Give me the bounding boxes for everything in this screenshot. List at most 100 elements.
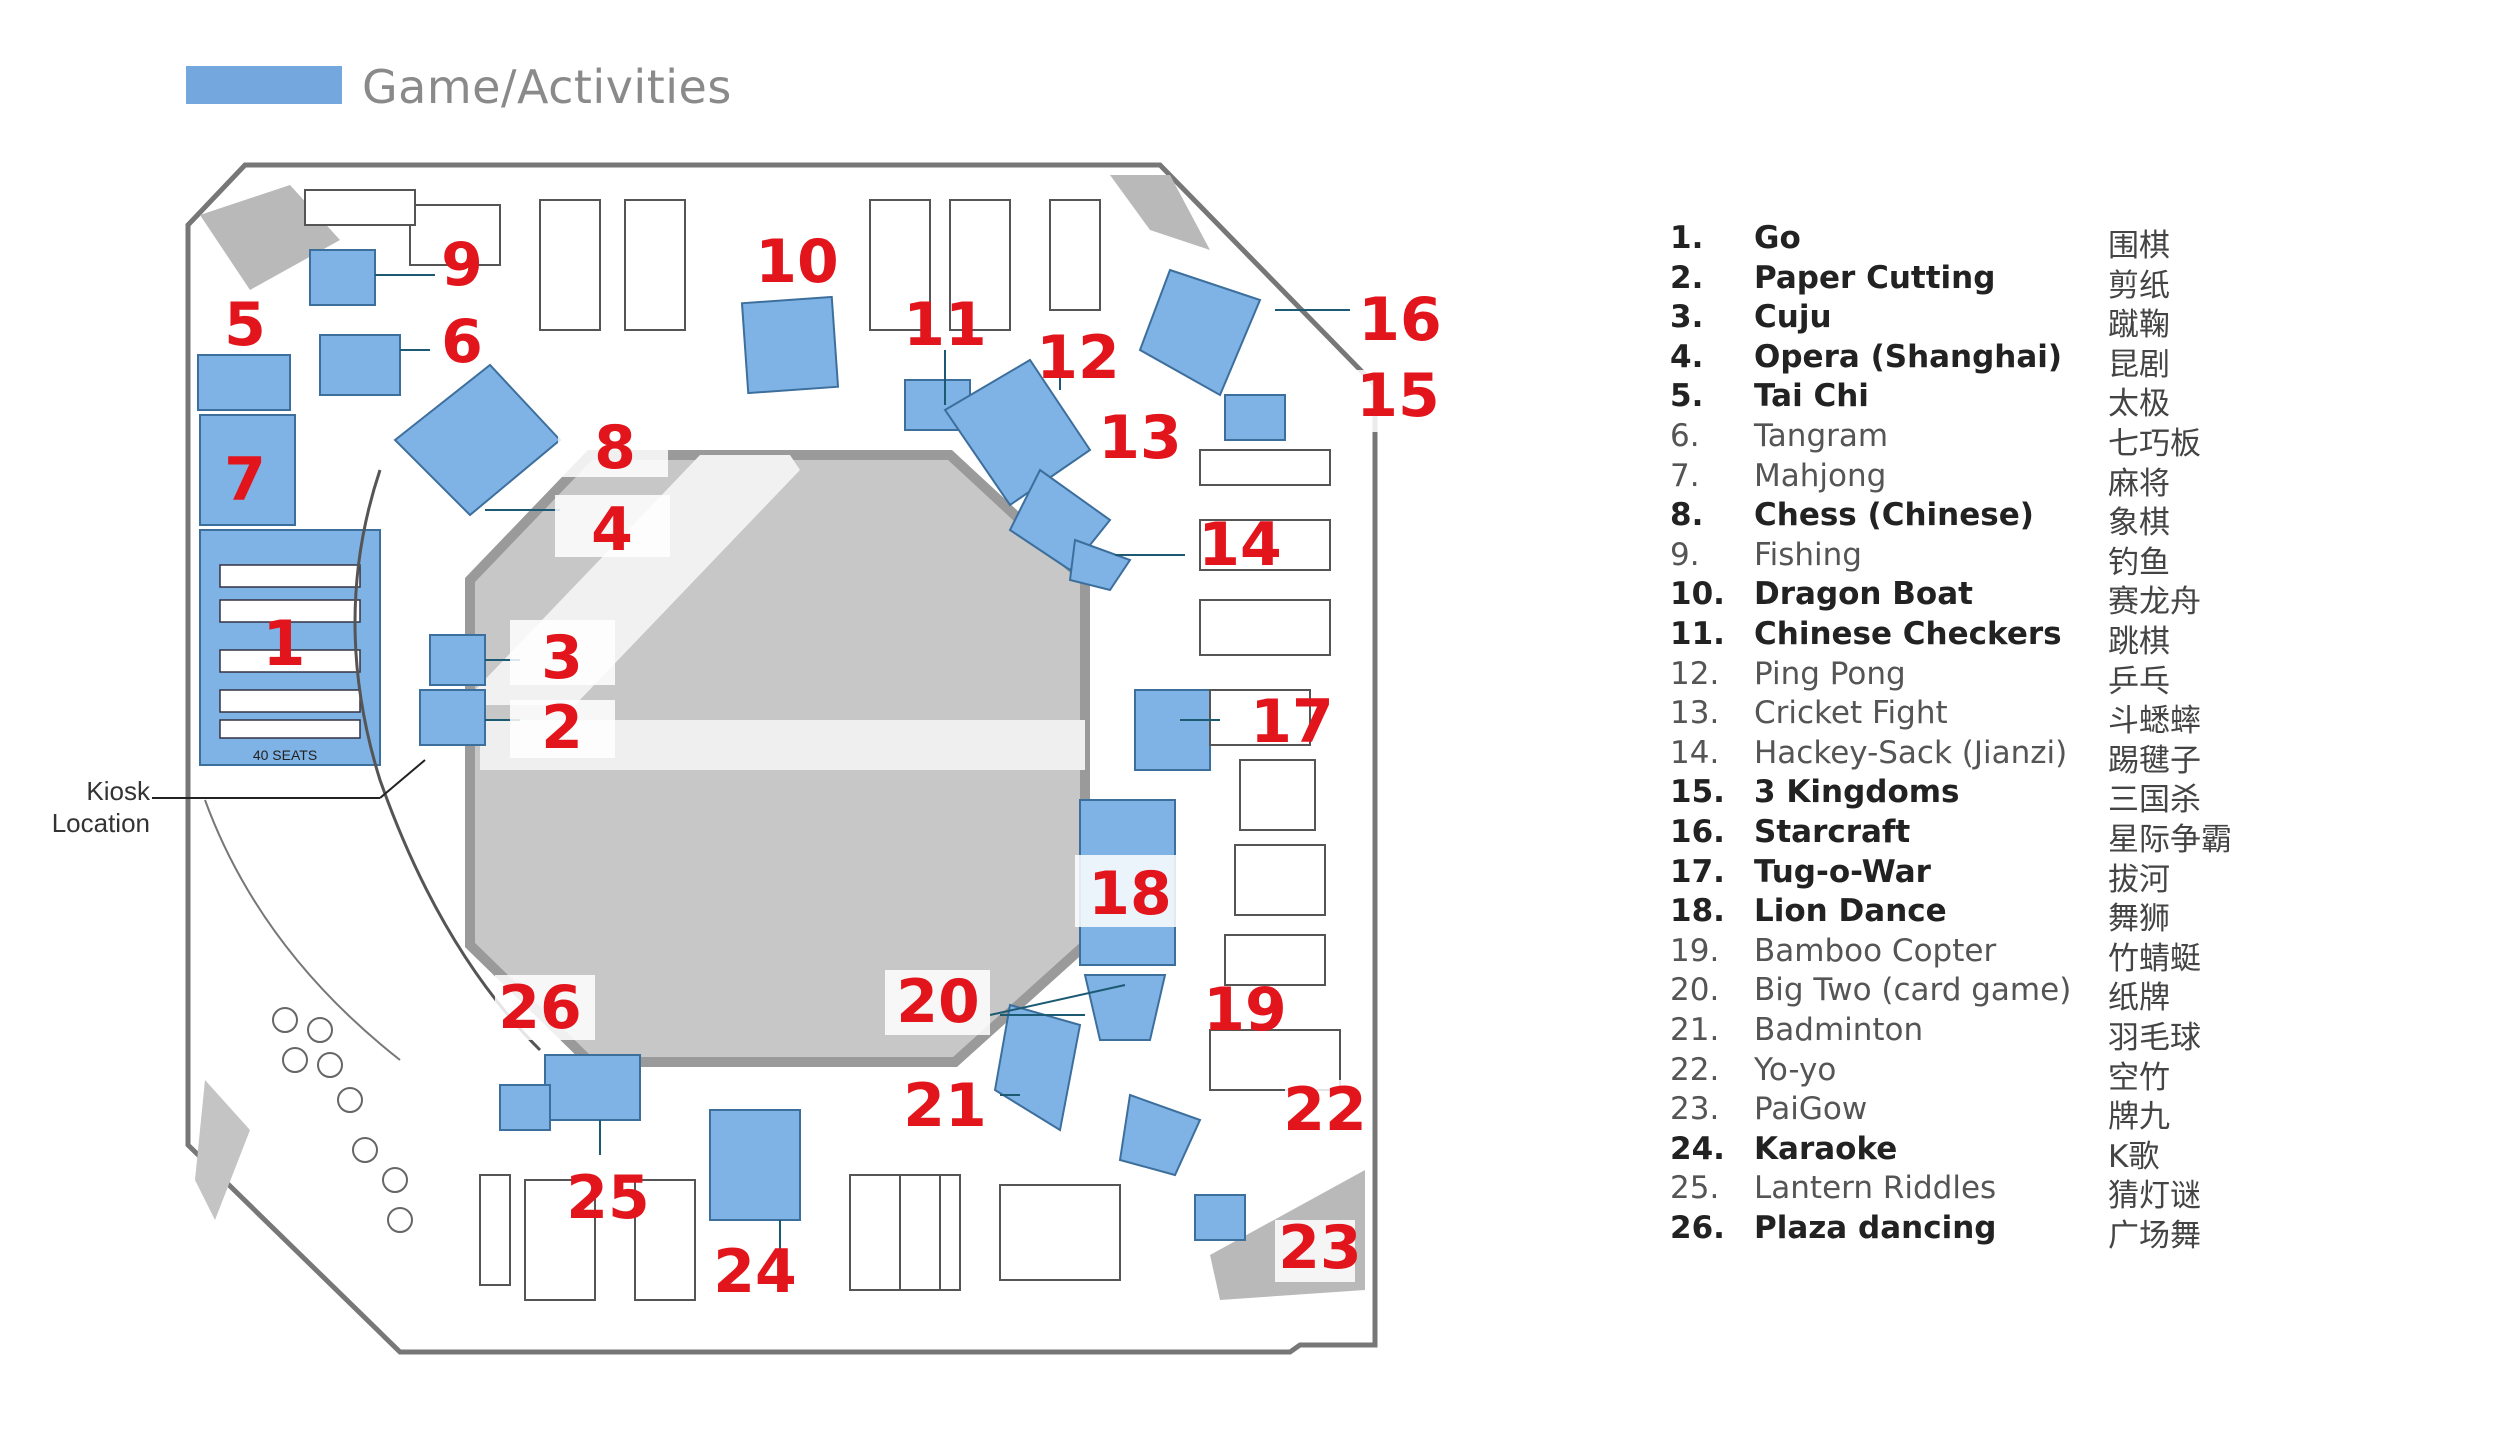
legend-item: 19. Bamboo Copter 竹蜻蜓 [1670, 932, 2310, 977]
legend-item-chinese-name: 七巧板 [2108, 426, 2201, 462]
kiosk-leader-line-2 [379, 759, 426, 799]
meeting-room-6 [319, 334, 401, 396]
legend-item-number: 21. [1670, 1012, 1720, 1048]
kiosk-label-line-1: Kiosk [86, 776, 150, 806]
legend-item-chinese-name: 赛龙舟 [2108, 584, 2201, 621]
lobby-arc [353, 469, 542, 1052]
marker-24: 24 [713, 1237, 797, 1307]
legend-item-chinese-name: 拔河 [2108, 861, 2170, 898]
marker-8: 8 [594, 413, 636, 483]
legend-item-chinese-name: 围棋 [2108, 228, 2170, 264]
legend-item-name: Paper Cutting [1754, 259, 1996, 296]
legend-item-number: 11. [1670, 616, 1725, 652]
legend-item-name: Tangram [1754, 418, 1889, 454]
legend-item-number: 23. [1670, 1091, 1720, 1128]
legend-item: 8.Chess (Chinese)象棋 [1670, 497, 2310, 541]
meeting-room-3 [429, 634, 486, 686]
legend-item-name: Chess (Chinese) [1754, 497, 2034, 534]
legend-item-number: 3. [1670, 299, 1704, 336]
meeting-room-7 [199, 414, 296, 526]
legend-item-chinese-name: 斗蟋蟀 [2108, 703, 2201, 740]
legend-item-number: 5. [1670, 378, 1704, 415]
legend-item-name: Mahjong [1754, 457, 1887, 494]
meeting-room-9 [309, 249, 376, 306]
legend-item-name: 3 Kingdoms [1754, 774, 1960, 811]
marker-13: 13 [1098, 403, 1182, 473]
legend-item-number: 17. [1670, 853, 1725, 890]
legend-item: 26. Plaza dancing 广场舞 [1670, 1210, 2310, 1254]
legend-item-number: 10. [1670, 576, 1725, 613]
marker-26: 26 [498, 973, 582, 1043]
legend-item-number: 6. [1670, 418, 1700, 454]
legend-item-number: 18. [1670, 893, 1725, 930]
legend-item-name: Big Two (card game) [1754, 972, 2072, 1009]
legend-item-number: 1. [1670, 220, 1704, 256]
legend-item-name: Go [1754, 220, 1801, 256]
legend-item-name: Fishing [1754, 536, 1862, 573]
meeting-room-21 [993, 1003, 1082, 1132]
legend-item-name: Starcraft [1754, 814, 1911, 850]
legend-item-chinese-name: 广场舞 [2108, 1218, 2201, 1254]
legend-item-chinese-name: 牌九 [2108, 1099, 2170, 1136]
marker-20: 20 [896, 967, 980, 1037]
meeting-room-14 [1068, 538, 1132, 592]
legend-item-number: 19. [1670, 932, 1720, 969]
activity-number-markers: 1 2 3 4 5 6 7 8 9 10 11 12 13 14 15 16 1… [224, 227, 1442, 1307]
marker-2: 2 [541, 693, 583, 763]
marker-3: 3 [541, 623, 583, 693]
legend-item-name: Tai Chi [1754, 378, 1869, 415]
marker-10: 10 [755, 227, 839, 297]
legend-item-name: Karaoke [1754, 1130, 1898, 1167]
legend-item-chinese-name: 剪纸 [2108, 267, 2170, 304]
legend-item-number: 25. [1670, 1170, 1720, 1207]
legend-item-chinese-name: 猜灯谜 [2108, 1178, 2201, 1215]
marker-25: 25 [566, 1163, 650, 1233]
corner-block-sw [195, 1080, 250, 1220]
legend-item-name: Plaza dancing [1754, 1210, 1997, 1246]
legend-item-name: Tug-o-War [1754, 853, 1931, 890]
meeting-room-25 [544, 1054, 641, 1121]
kiosk-label-line-2: Location [51, 808, 150, 838]
meeting-room-19 [1083, 974, 1167, 1041]
legend-item-name: Hackey-Sack (Jianzi) [1754, 734, 2068, 771]
legend-item-number: 16. [1670, 814, 1725, 850]
marker-21: 21 [903, 1071, 987, 1141]
legend-item-chinese-name: 竹蜻蜓 [2108, 940, 2201, 977]
marker-23: 23 [1278, 1213, 1362, 1283]
marker-11: 11 [903, 290, 987, 360]
legend-item-name: Ping Pong [1754, 655, 1906, 692]
marker-19: 19 [1203, 975, 1287, 1045]
legend-item-number: 2. [1670, 259, 1704, 296]
legend-item-chinese-name: K歌 [2108, 1138, 2160, 1175]
marker-4: 4 [591, 495, 633, 565]
meeting-room-5 [197, 354, 291, 411]
corner-block-ne [1110, 175, 1210, 250]
legend-item-chinese-name: 蹴鞠 [2108, 307, 2170, 344]
legend-item-chinese-name: 舞狮 [2108, 901, 2170, 938]
legend-item-chinese-name: 昆剧 [2108, 346, 2170, 383]
legend-item-name: Bamboo Copter [1754, 932, 1997, 969]
legend-item-name: Lion Dance [1754, 893, 1947, 930]
number-leader-lines [375, 274, 1350, 1250]
meeting-room-26 [499, 1084, 551, 1131]
legend-item-number: 22. [1670, 1051, 1720, 1088]
legend-item-number: 9. [1670, 536, 1700, 573]
marker-16: 16 [1358, 285, 1442, 355]
legend-item: 14.Hackey-Sack (Jianzi)踢毽子 [1670, 734, 2310, 779]
legend-item-number: 14. [1670, 734, 1720, 771]
legend-item: 4.Opera (Shanghai)昆剧 [1670, 339, 2310, 383]
legend-item-number: 26. [1670, 1210, 1725, 1246]
marker-7: 7 [224, 445, 266, 515]
legend-item-number: 12. [1670, 655, 1720, 692]
legend-item-chinese-name: 空竹 [2108, 1059, 2170, 1096]
marker-5: 5 [224, 290, 266, 360]
legend-item-name: Chinese Checkers [1754, 616, 2062, 652]
